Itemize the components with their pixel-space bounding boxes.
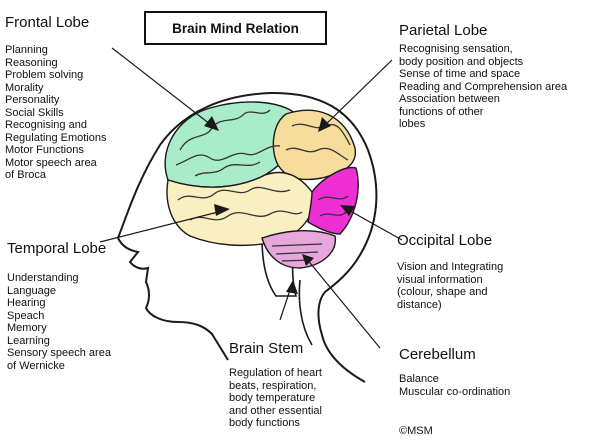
parietal-item: body position and objects xyxy=(399,55,524,68)
brain-stem-functions: Regulation of heart beats, respiration, … xyxy=(229,367,322,430)
temporal-lobe-heading: Temporal Lobe xyxy=(7,240,107,257)
frontal-lobe-functions: Planning Reasoning Problem solving Moral… xyxy=(5,44,107,182)
frontal-item: Personality xyxy=(5,94,60,106)
stem-item: body functions xyxy=(229,417,300,429)
cerebellum-heading: Cerebellum xyxy=(399,346,476,363)
temporal-item: Language xyxy=(7,284,56,297)
temporal-item: Memory xyxy=(7,322,47,334)
head-outline xyxy=(117,91,378,383)
parietal-item: lobes xyxy=(399,118,426,130)
temporal-lobe-label: Temporal Lobe Understanding Language Hea… xyxy=(7,240,111,372)
frontal-item: Reasoning xyxy=(5,56,58,69)
cerebellum-region xyxy=(261,230,336,269)
parietal-lobe-heading: Parietal Lobe xyxy=(399,22,488,39)
occipital-item: distance) xyxy=(397,298,442,311)
frontal-item: Social Skills xyxy=(5,106,64,119)
parietal-item: Association between xyxy=(399,93,500,105)
parietal-item: Sense of time and space xyxy=(399,68,521,80)
parietal-item: Reading and Comprehension area xyxy=(399,80,568,93)
stem-item: beats, respiration, xyxy=(229,379,317,392)
temporal-item: of Wernicke xyxy=(7,359,65,372)
frontal-item: Recognising and xyxy=(5,119,87,131)
frontal-item: Motor speech area xyxy=(5,156,97,169)
frontal-item: Motor Functions xyxy=(5,144,84,156)
occipital-lobe-region xyxy=(307,166,359,235)
frontal-item: Morality xyxy=(5,81,44,94)
occipital-lobe-functions: Vision and Integrating visual informatio… xyxy=(397,261,503,311)
parietal-item: Recognising sensation, xyxy=(399,43,513,55)
stem-item: and other essential xyxy=(229,404,322,417)
occipital-item: Vision and Integrating xyxy=(397,261,504,273)
arrowheads xyxy=(204,116,355,294)
temporal-item: Learning xyxy=(7,334,50,347)
brain-stem-label: Brain Stem Regulation of heart beats, re… xyxy=(229,340,322,430)
cerebellum-item: Muscular co-ordination xyxy=(399,385,511,398)
temporal-item: Sensory speech area xyxy=(7,347,111,359)
frontal-item: of Broca xyxy=(5,169,46,181)
occipital-item: (colour, shape and xyxy=(397,286,488,298)
temporal-lobe-functions: Understanding Language Hearing Speach Me… xyxy=(7,272,111,372)
neck-line xyxy=(298,279,313,346)
temporal-item: Hearing xyxy=(7,297,46,309)
occipital-lobe-label: Occipital Lobe Vision and Integrating vi… xyxy=(397,232,503,311)
cerebellum-functions: Balance Muscular co-ordination xyxy=(399,373,510,398)
temporal-item: Speach xyxy=(7,309,45,322)
stem-item: body temperature xyxy=(229,392,316,404)
cerebellum-label: Cerebellum Balance Muscular co-ordinatio… xyxy=(399,346,510,398)
diagram-title-box: Brain Mind Relation xyxy=(144,11,327,45)
parietal-lobe-region xyxy=(272,109,357,181)
cerebellum-item: Balance xyxy=(399,373,439,385)
copyright-text: ©MSM xyxy=(399,425,433,437)
occipital-item: visual information xyxy=(397,273,483,286)
diagram-title: Brain Mind Relation xyxy=(172,20,299,36)
frontal-item: Regulating Emotions xyxy=(5,131,107,144)
brain-gyri-lines xyxy=(175,109,351,262)
occipital-lobe-heading: Occipital Lobe xyxy=(397,232,493,249)
parietal-lobe-label: Parietal Lobe Recognising sensation, bod… xyxy=(399,22,567,131)
temporal-item: Understanding xyxy=(7,272,79,284)
parietal-item: functions of other xyxy=(399,105,484,118)
parietal-lobe-functions: Recognising sensation, body position and… xyxy=(399,43,567,131)
frontal-item: Planning xyxy=(5,44,48,56)
frontal-lobe-heading: Frontal Lobe xyxy=(5,14,90,31)
frontal-lobe-label: Frontal Lobe Planning Reasoning Problem … xyxy=(5,14,107,182)
leader-lines xyxy=(99,47,403,349)
frontal-item: Problem solving xyxy=(5,69,84,81)
brain-stem-heading: Brain Stem xyxy=(229,340,304,357)
stem-item: Regulation of heart xyxy=(229,367,322,379)
